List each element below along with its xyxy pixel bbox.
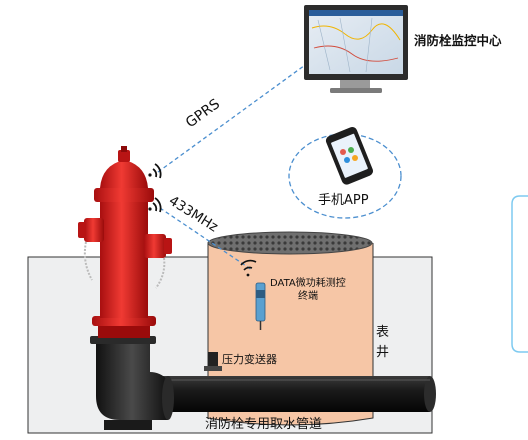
wifi-signal-icon <box>240 259 257 277</box>
water-pipe <box>150 376 436 412</box>
terminal-label-line1: DATA微功耗测控 <box>270 276 346 289</box>
pressure-sensor-label: 压力变送器 <box>222 352 277 366</box>
fire-hydrant <box>78 146 174 430</box>
pipe-label: 消防栓专用取水管道 <box>205 416 322 432</box>
callout-box-edge <box>511 195 528 353</box>
monitor-icon <box>304 5 408 93</box>
smartphone-icon <box>325 127 373 185</box>
wifi-signal-icon <box>148 163 162 179</box>
meter-well-label-1: 表 <box>376 325 389 340</box>
phone-app-bubble <box>288 133 402 219</box>
gprs-label: GPRS <box>183 96 223 131</box>
433mhz-link-line <box>159 207 253 271</box>
monitor-center-label: 消防栓监控中心 <box>414 33 502 48</box>
433mhz-label: 433MHz <box>166 193 221 236</box>
phone-app-label: 手机APP <box>318 193 369 208</box>
gprs-link-line <box>157 59 313 173</box>
pressure-sensor <box>204 352 222 371</box>
terminal-device <box>255 282 266 330</box>
terminal-label-line2: 终端 <box>298 289 318 302</box>
meter-well-label-2: 井 <box>376 345 389 360</box>
wifi-signal-icon <box>148 197 162 213</box>
